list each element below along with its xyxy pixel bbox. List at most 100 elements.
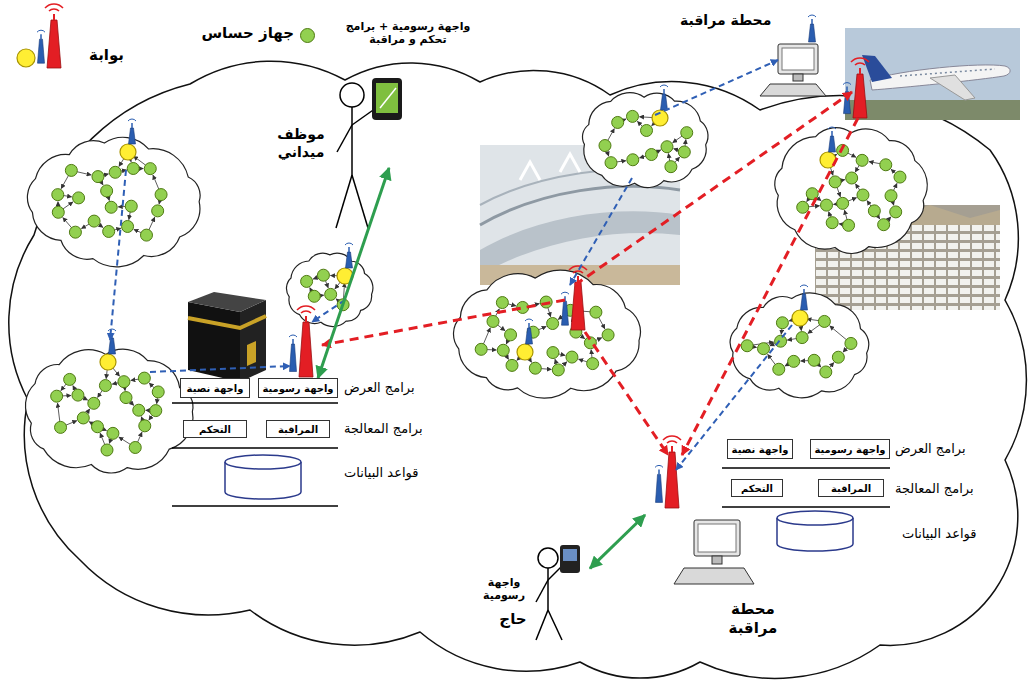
antenna-icon: [562, 301, 569, 325]
antenna-icon: [525, 319, 533, 344]
gateway-icon: [851, 58, 869, 118]
antenna-icon: [809, 24, 816, 42]
antenna-icon: [38, 39, 45, 63]
antenna-icon: [660, 85, 668, 87]
kaaba-picture: [188, 316, 266, 328]
antenna-icon: [289, 335, 297, 372]
gateway-icon: [853, 74, 867, 118]
annotation-label: برامج المعالجة: [342, 421, 425, 437]
sensor-cluster: [325, 288, 337, 300]
gateway-icon: [49, 9, 59, 11]
field-staff-figure: [351, 107, 353, 175]
gateway-icon: [573, 271, 583, 273]
interface-box: واجهة نصية: [180, 378, 250, 398]
sensor-cluster: [133, 404, 145, 416]
sensor-cluster: [487, 315, 499, 327]
node-label: محطة مراقبة: [680, 12, 776, 30]
sensor-cluster: [587, 358, 599, 370]
network-cloud: [9, 61, 1027, 678]
computer-icon: [712, 556, 722, 564]
data-link-arrow: [318, 168, 389, 378]
cluster-link: [676, 325, 792, 470]
field-staff-figure: [352, 175, 368, 228]
antenna-icon: [108, 329, 116, 354]
antenna-icon: [828, 127, 836, 152]
layer-separator: [172, 403, 890, 507]
gateway-icon: [663, 436, 681, 440]
cluster-link: [655, 60, 778, 115]
sensor-cluster: [775, 128, 927, 254]
layer-separator: [172, 402, 338, 404]
airplane-picture: [845, 28, 1020, 120]
sensor-cluster: [505, 329, 517, 341]
gateway-icon: [569, 266, 587, 330]
annotation-label: برامج العرض: [342, 380, 417, 396]
field-staff-figure: [376, 83, 398, 113]
sensor-cluster: [730, 293, 869, 398]
pilgrim-figure: [536, 610, 548, 640]
antenna-icon: [811, 19, 813, 24]
node-label: موظف ميداني: [270, 126, 332, 161]
kaaba-picture: [240, 300, 266, 382]
antenna-icon: [528, 323, 530, 328]
sensor-cluster: [599, 140, 611, 152]
sensor-cluster: [109, 166, 121, 178]
sensor-cluster: [88, 215, 100, 227]
sensor-cluster: [788, 355, 800, 367]
annotation-label: قواعد البيانات: [900, 526, 978, 542]
node-label: المراقبة: [831, 483, 871, 494]
sensor-cluster: [547, 318, 559, 330]
antenna-icon: [37, 30, 45, 63]
sensor-cluster: [773, 363, 785, 375]
sensor-cluster: [144, 163, 156, 175]
sensor-cluster: [129, 441, 141, 453]
gateway-icon: [859, 68, 861, 74]
sensor-cluster: [627, 154, 639, 166]
gateway-icon: [301, 311, 311, 313]
data-link-arrow: [590, 515, 645, 568]
node-label: واجهة نصية: [187, 383, 244, 394]
sensor-cluster: [475, 343, 487, 355]
process-box: المراقبة: [266, 420, 330, 438]
sensor-cluster: [152, 386, 164, 398]
gateway-link: [575, 92, 852, 285]
antenna-icon: [803, 289, 805, 294]
field-staff: موظف ميداني: [270, 68, 410, 168]
sensor-cluster: [837, 197, 849, 209]
sensor-cluster: [52, 189, 64, 201]
cluster-link: [150, 366, 290, 372]
antenna-icon: [290, 344, 297, 372]
airplane-picture: [845, 100, 1020, 120]
equipment: [172, 44, 890, 640]
antenna-icon: [658, 469, 660, 474]
gateway-icon: [297, 306, 315, 377]
layer-separator: [172, 505, 338, 507]
sensor-cluster: [55, 421, 67, 433]
sensor-cluster: [64, 373, 76, 385]
sensor-cluster: [72, 389, 84, 401]
node-label: التحكم: [741, 483, 773, 494]
sensor-cluster: [51, 390, 63, 402]
computer-icon: [674, 520, 754, 584]
kaaba-picture: [247, 341, 256, 366]
sensor-cluster: [868, 205, 880, 217]
sensor-cluster: [125, 200, 137, 212]
antenna-icon: [561, 292, 569, 325]
sensor-cluster: [890, 206, 902, 218]
sensor-cluster: [120, 392, 132, 404]
computer-icon: [778, 44, 818, 74]
antenna-icon: [656, 474, 663, 502]
sensor-cluster: [641, 124, 653, 136]
field-staff-figure: [337, 125, 352, 152]
sensor-cluster: [775, 128, 927, 254]
antenna-icon: [843, 83, 851, 114]
gateway-icon: [571, 282, 585, 330]
sensor-cluster: [547, 347, 559, 359]
sensor-cluster: [552, 364, 564, 376]
legend-swatch: [300, 28, 315, 43]
gateway-icon: [851, 58, 869, 62]
cluster-link: [570, 178, 632, 285]
antenna-icon: [128, 119, 136, 121]
sensor-cluster: [741, 340, 753, 352]
